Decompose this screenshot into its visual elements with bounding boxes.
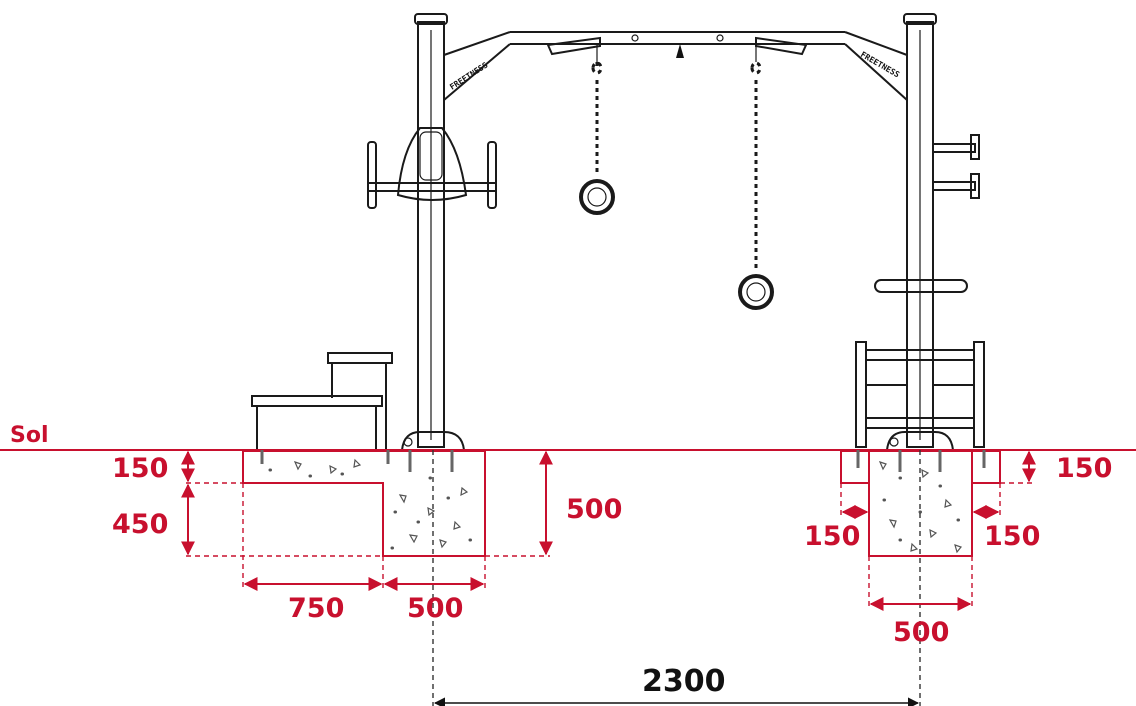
left-footing: [242, 450, 486, 557]
brand-label-left: FREETNESS: [448, 60, 489, 91]
concrete-texture-right: [878, 461, 963, 554]
dim-left-500-depth: 500: [566, 494, 622, 525]
dim-right-150-left: 150: [804, 521, 860, 552]
ground-label: Sol: [10, 423, 49, 448]
dim-left-450: 450: [112, 509, 168, 540]
wall-pegs: [874, 134, 980, 293]
dim-right-150-depth: 150: [1056, 453, 1112, 484]
gym-ring-left: [579, 44, 615, 215]
left-post: [400, 13, 466, 451]
top-beam: [443, 31, 908, 101]
dim-left-150: 150: [112, 453, 168, 484]
dim-right-150-right: 150: [984, 521, 1040, 552]
dip-station: [367, 127, 497, 209]
step-bench: [251, 352, 393, 450]
dim-left-750: 750: [288, 593, 344, 624]
dim-right-500: 500: [893, 617, 949, 648]
concrete-texture-left: [268, 458, 472, 550]
dim-post-spacing: 2300: [642, 664, 726, 699]
right-bench: [855, 341, 985, 448]
dim-left-500-width: 500: [407, 593, 463, 624]
gym-ring-right: [738, 44, 774, 310]
right-post: [885, 13, 955, 451]
